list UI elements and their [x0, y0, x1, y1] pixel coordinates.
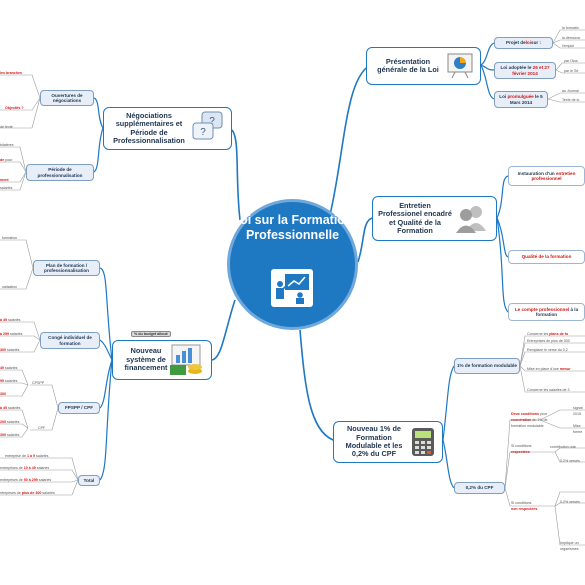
- speech-bubbles-icon: ? ?: [192, 111, 223, 140]
- leaf: par le Sé: [564, 69, 579, 73]
- leaf: à 49 salariés: [0, 406, 21, 410]
- leaf: CPF: [38, 426, 46, 430]
- leaf: 300 salariés: [0, 348, 20, 352]
- leaf: Si conditions: [511, 444, 532, 448]
- presentation-board-icon: [447, 53, 473, 79]
- svg-text:?: ?: [209, 116, 215, 127]
- sub-conge-individuel[interactable]: Congé individuel de formation: [40, 332, 100, 349]
- connector-presentation: [329, 64, 371, 216]
- leaf: ment: [0, 178, 9, 182]
- leaf: la formatio: [562, 26, 579, 30]
- leaf: de pour: [0, 158, 13, 162]
- sub-formation-modulable[interactable]: 1% de formation modulable: [454, 358, 520, 374]
- svg-text:?: ?: [200, 127, 206, 138]
- leaf: entreprises de 50 à 299 salariés: [0, 478, 52, 482]
- sub-qualite-formation[interactable]: Qualité de la formation: [508, 250, 585, 264]
- leaf: 0,2% versés: [560, 459, 580, 463]
- sub-loi-adoptee[interactable]: Loi adoptée le 26 et 27 février 2014: [494, 62, 556, 79]
- sub-entretien-professionnel[interactable]: Instauration d'un entretien professionne…: [508, 166, 585, 186]
- leaf: contribution unic: [550, 445, 577, 449]
- leaf: Si conditions: [511, 501, 532, 505]
- leaf: nalisation: [2, 285, 18, 289]
- money-chart-icon: [170, 344, 202, 375]
- leaf: au Journal: [562, 89, 579, 93]
- connector-negociations: [231, 129, 241, 221]
- leaf: Mise en place d'une mesur: [527, 367, 571, 371]
- leaf: formation: [2, 236, 17, 240]
- leaf: 0,2% versés: [560, 500, 580, 504]
- leaf: respectées: [511, 450, 530, 454]
- sub-plan-de-formation[interactable]: Plan de formation / professionnalisation: [33, 260, 100, 276]
- leaf: entreprise de 1 à 9 salariés: [5, 454, 49, 458]
- leaf: CPSPP: [32, 381, 45, 385]
- central-topic[interactable]: [227, 199, 358, 330]
- leaf: 300: [0, 392, 6, 396]
- presentation-icon: [271, 269, 313, 307]
- leaf: l'emploi: [562, 44, 575, 48]
- leaf: Concerne les salariés de 3: [527, 388, 570, 392]
- leaf: Implique un: [560, 541, 579, 545]
- sub-ouvertures-negociations[interactable]: Ouvertures de négociations: [40, 90, 94, 106]
- sub-projet-de-loi[interactable]: Projet de loi sur :: [494, 37, 553, 49]
- leaf: signat: [573, 406, 583, 410]
- leaf: Entreprises de plus de 300: [527, 339, 570, 343]
- connector-cpf: [299, 329, 334, 441]
- leaf: salariés: [0, 186, 13, 190]
- leaf: 49 salariés: [0, 366, 18, 370]
- sub-periode-professionnalisation[interactable]: Période de professionnalisation: [26, 164, 94, 181]
- sub-cpf-0-2[interactable]: 0,2% du CPF: [454, 482, 505, 494]
- calculator-icon: [412, 428, 434, 456]
- leaf: organismes: [560, 547, 579, 551]
- leaf: forme: [573, 430, 583, 434]
- topic-presentation[interactable]: Présentation générale de la Loi: [366, 47, 481, 85]
- leaf: Remplace le verse du 0,2: [527, 348, 568, 352]
- leaf: non respectées: [511, 507, 538, 511]
- leaf: Objectifs ?: [5, 106, 24, 110]
- leaf: Deux conditions pour: [511, 412, 548, 416]
- leaf: la démocra: [562, 36, 580, 40]
- leaf: par l'Ass: [564, 59, 578, 63]
- leaf: 300 salariés: [0, 433, 20, 437]
- sub-compte-professionnel[interactable]: Le compte professionnel à la formation: [508, 303, 585, 321]
- leaf: de texte: [0, 125, 13, 129]
- leaf: 99 salariés: [0, 379, 18, 383]
- sub-total[interactable]: Total: [78, 475, 100, 486]
- sub-fpspp-cpf[interactable]: FPSPP / CPF: [58, 402, 100, 414]
- leaf: exonération du 1% de: [511, 418, 548, 422]
- leaf: Texte de lo: [562, 98, 580, 102]
- leaf: 2015: [573, 412, 581, 416]
- leaf: bilatères: [0, 143, 14, 147]
- sub-loi-promulguee[interactable]: Loi promulguée le 5 Mars 2014: [494, 91, 548, 108]
- leaf: Concerne les plans de fo: [527, 332, 569, 336]
- leaf: ntreprises de plus de 300 salariés: [0, 491, 55, 495]
- connector-entretien: [357, 217, 373, 263]
- leaf: formation modulable: [511, 424, 544, 428]
- connector-financement: [211, 299, 236, 361]
- central-topic-title: Loi sur la Formation Professionnelle: [232, 213, 353, 242]
- leaf: entreprises de 10 à 49 salariés: [0, 466, 50, 470]
- leaf: les branches: [0, 71, 22, 75]
- leaf: 200 salariés: [0, 420, 20, 424]
- people-icon: [456, 206, 486, 233]
- topic-entretien[interactable]: Entretien Professionel encadré et Qualit…: [372, 196, 497, 241]
- leaf: à 49 salariés: [0, 318, 21, 322]
- leaf: à 299 salariés: [0, 332, 23, 336]
- leaf: Mise: [573, 424, 581, 428]
- budget-tag: % du budget alloué: [131, 331, 171, 337]
